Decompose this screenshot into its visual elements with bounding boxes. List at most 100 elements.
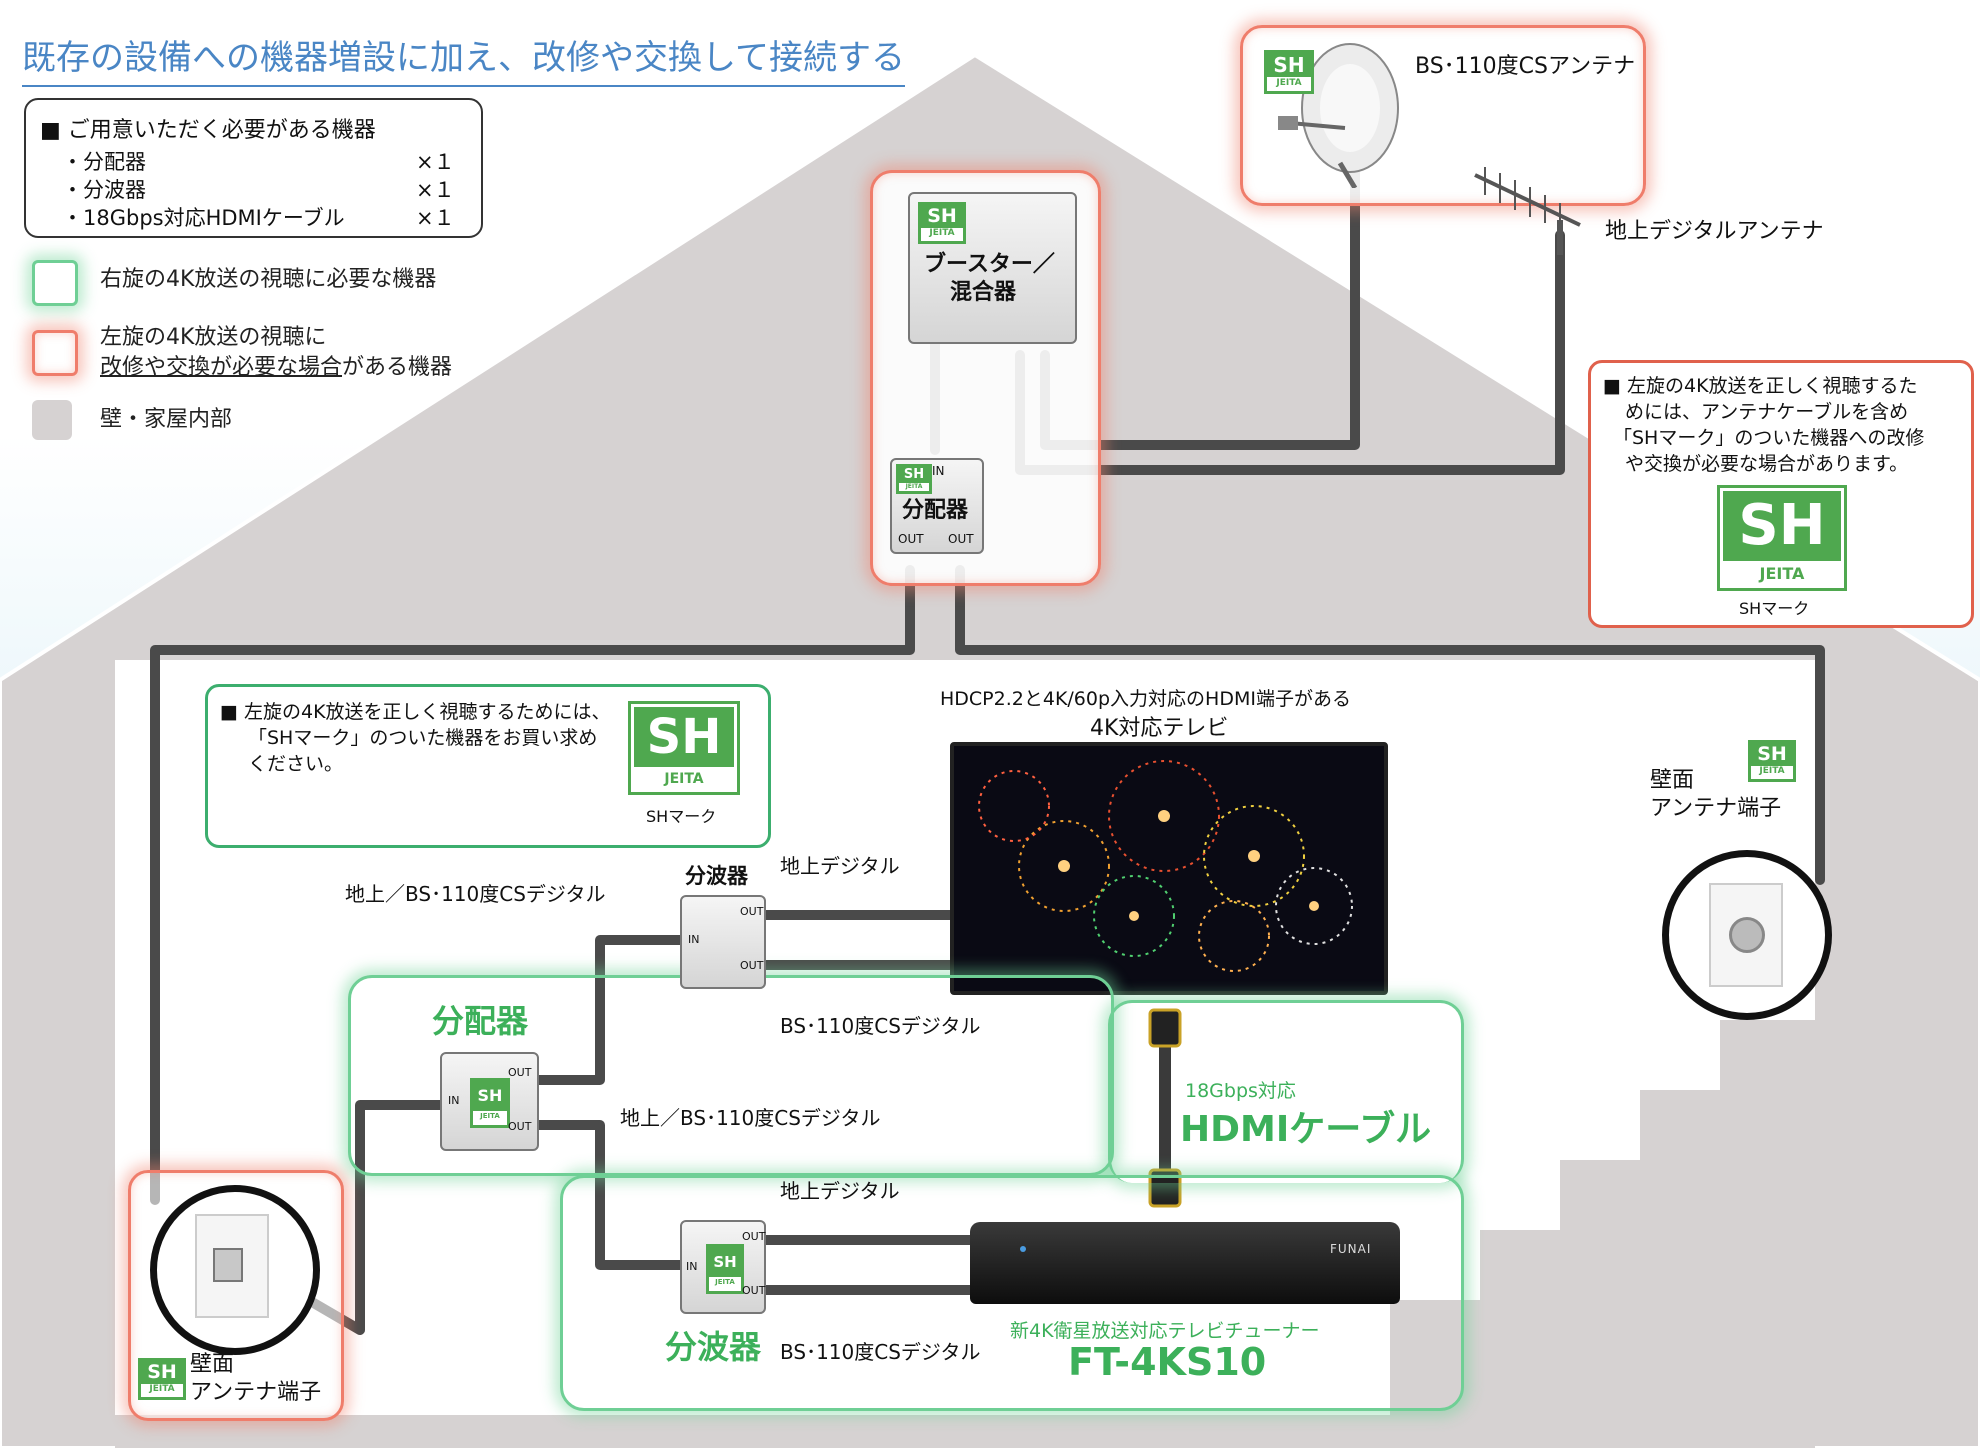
label-bs-bottom: BS･110度CSデジタル	[780, 1340, 981, 1364]
splitter-green-device: SH JEITA IN OUT OUT	[440, 1052, 539, 1151]
sh-badge-wall-left-small: JEITA	[149, 1384, 175, 1394]
sh-badge-splitter-green-small: JEITA	[480, 1112, 500, 1120]
sh-note-right: ■ 左旋の4K放送を正しく視聴するた めには、アンテナケーブルを含め 「SHマー…	[1588, 360, 1974, 628]
sh-badge-attic-small: JEITA	[905, 483, 923, 490]
sh-mark-large-right: SH JEITA	[1717, 485, 1847, 591]
sh-badge-bs-big: SH	[1267, 53, 1311, 77]
sh-mark-right-big: SH	[1723, 491, 1841, 561]
sh-badge-booster: SH JEITA	[918, 202, 966, 244]
terrestrial-antenna-icon	[1474, 167, 1581, 255]
wall-left-label-1: 壁面	[190, 1352, 235, 1377]
legend-green-swatch	[32, 260, 78, 306]
diplexer-top-label: 分波器	[685, 864, 748, 888]
sh-badge-wall-right-big: SH	[1751, 743, 1793, 766]
hdmi-plug-bottom	[1148, 1168, 1182, 1208]
attic-splitter-device: SH JEITA IN 分配器 OUT OUT	[890, 458, 984, 554]
sh-badge-wall-right: SH JEITA	[1748, 740, 1796, 782]
sh-mark-large-left: SH JEITA	[628, 701, 740, 795]
sh-note-left-line1: ■ 左旋の4K放送を正しく視聴するためには、	[220, 701, 611, 723]
tuner-caption-2: FT-4KS10	[1068, 1340, 1267, 1384]
attic-splitter-in: IN	[932, 464, 945, 478]
sh-badge-diplexer-green-small: JEITA	[715, 1278, 735, 1286]
sh-note-left-caption: SHマーク	[646, 807, 717, 826]
sh-badge-splitter-green-big: SH	[473, 1081, 507, 1111]
legend-red-line1: 左旋の4K放送の視聴に	[100, 325, 327, 350]
hdmi-label-2: HDMIケーブル	[1180, 1109, 1432, 1150]
cable-splitter-left	[150, 565, 915, 1205]
tuner-brand: FUNAI	[1330, 1242, 1372, 1256]
required-items-box: ■ ご用意いただく必要がある機器 ・分配器 ×１ ・分波器 ×１ ・18Gbps…	[24, 98, 483, 238]
diplexer-green-in: IN	[686, 1260, 698, 1273]
label-bs-top: BS･110度CSデジタル	[780, 1014, 981, 1038]
sh-badge-wall-right-small: JEITA	[1759, 766, 1785, 776]
floor	[115, 1415, 1815, 1448]
required-item-2: ・分波器	[62, 178, 146, 202]
required-qty-2: ×１	[416, 178, 455, 202]
legend-gray-swatch	[32, 400, 72, 440]
sh-mark-right-small: JEITA	[1759, 564, 1805, 583]
sh-note-right-caption: SHマーク	[1739, 599, 1810, 618]
wall-terminal-right-zoom	[1662, 850, 1832, 1020]
booster-mixer-device: SH JEITA ブースター／ 混合器	[908, 192, 1077, 344]
sh-note-right-line2: めには、アンテナケーブルを含め	[1625, 401, 1909, 423]
required-qty-3: ×１	[416, 206, 455, 230]
sh-note-left-line2: 「SHマーク」のついた機器をお買い求め	[248, 727, 598, 749]
legend-red-rest: がある機器	[342, 355, 453, 380]
booster-label-1: ブースター／	[924, 252, 1055, 277]
stairs	[1390, 1020, 1815, 1448]
legend-red-swatch	[32, 330, 78, 376]
required-heading: ■ ご用意いただく必要がある機器	[40, 118, 376, 143]
terrestrial-antenna-label: 地上デジタルアンテナ	[1605, 219, 1824, 244]
diplexer-green-out2: OUT	[742, 1284, 766, 1297]
coax-plug-icon	[213, 1248, 243, 1282]
wall-left-label-2: アンテナ端子	[190, 1380, 322, 1405]
fireworks-image	[954, 746, 1384, 991]
label-terr-bottom: 地上デジタル	[780, 1179, 900, 1203]
sh-badge-wall-left-big: SH	[141, 1361, 183, 1384]
attic-splitter-label: 分配器	[902, 498, 969, 523]
diplexer-top-out2: OUT	[740, 959, 764, 972]
sh-mark-left-big: SH	[634, 707, 734, 767]
attic-splitter-out2: OUT	[948, 532, 974, 546]
tv-screen	[950, 742, 1388, 995]
bs-antenna-dish-icon	[1278, 43, 1399, 188]
tv-caption-2: 4K対応テレビ	[1090, 716, 1229, 741]
page-title: 既存の設備への機器増設に加え、改修や交換して接続する	[22, 30, 905, 87]
legend-red-underlined: 改修や交換が必要な場合	[100, 355, 343, 380]
bs-antenna-label: BS･110度CSアンテナ	[1415, 54, 1636, 79]
sh-badge-booster-big: SH	[921, 205, 963, 228]
sh-badge-wall-left: SH JEITA	[138, 1358, 186, 1400]
sh-note-left-line3: ください。	[248, 753, 344, 775]
cable-splitter-right	[955, 565, 1825, 885]
hdmi-plug-top	[1148, 1008, 1182, 1048]
sh-badge-diplexer-green: SH JEITA	[706, 1244, 744, 1294]
sh-badge-bs-small: JEITA	[1276, 78, 1302, 88]
sh-note-right-line3: 「SHマーク」のついた機器への改修	[1613, 427, 1925, 449]
required-qty-1: ×１	[416, 150, 455, 174]
tuner-device: FUNAI	[970, 1222, 1400, 1304]
required-item-3: ・18Gbps対応HDMIケーブル	[62, 206, 345, 230]
diplexer-green-device: SH JEITA IN OUT OUT	[680, 1220, 766, 1314]
coax-port-icon	[1729, 917, 1765, 953]
booster-label-2: 混合器	[950, 280, 1017, 305]
legend-red-line2: 改修や交換が必要な場合がある機器	[100, 352, 452, 384]
legend-green-text: 右旋の4K放送の視聴に必要な機器	[100, 267, 437, 292]
wall-terminal-left-zoom	[150, 1185, 320, 1355]
sh-badge-splitter-green: SH JEITA	[470, 1078, 510, 1128]
splitter-green-out1: OUT	[508, 1066, 532, 1079]
label-terr-bs-mid: 地上／BS･110度CSデジタル	[620, 1106, 881, 1130]
attic-splitter-out1: OUT	[898, 532, 924, 546]
diplexer-green-label: 分波器	[665, 1328, 762, 1366]
cable-splitter-to-diplexer-bottom	[530, 1120, 685, 1270]
legend-gray-text: 壁・家屋内部	[100, 407, 233, 432]
diplexer-top-device: IN OUT OUT	[680, 895, 766, 989]
hdmi-label-1: 18Gbps対応	[1185, 1080, 1296, 1102]
green-highlight-hdmi	[1108, 1000, 1464, 1183]
sh-badge-diplexer-green-big: SH	[709, 1247, 741, 1277]
sh-note-left: ■ 左旋の4K放送を正しく視聴するためには、 「SHマーク」のついた機器をお買い…	[205, 684, 771, 848]
splitter-green-out2: OUT	[508, 1120, 532, 1133]
splitter-green-label: 分配器	[432, 1002, 529, 1040]
sh-badge-booster-small: JEITA	[929, 228, 955, 238]
tuner-caption-1: 新4K衛星放送対応テレビチューナー	[1010, 1320, 1320, 1342]
tv-caption-1: HDCP2.2と4K/60p入力対応のHDMI端子がある	[940, 688, 1351, 710]
